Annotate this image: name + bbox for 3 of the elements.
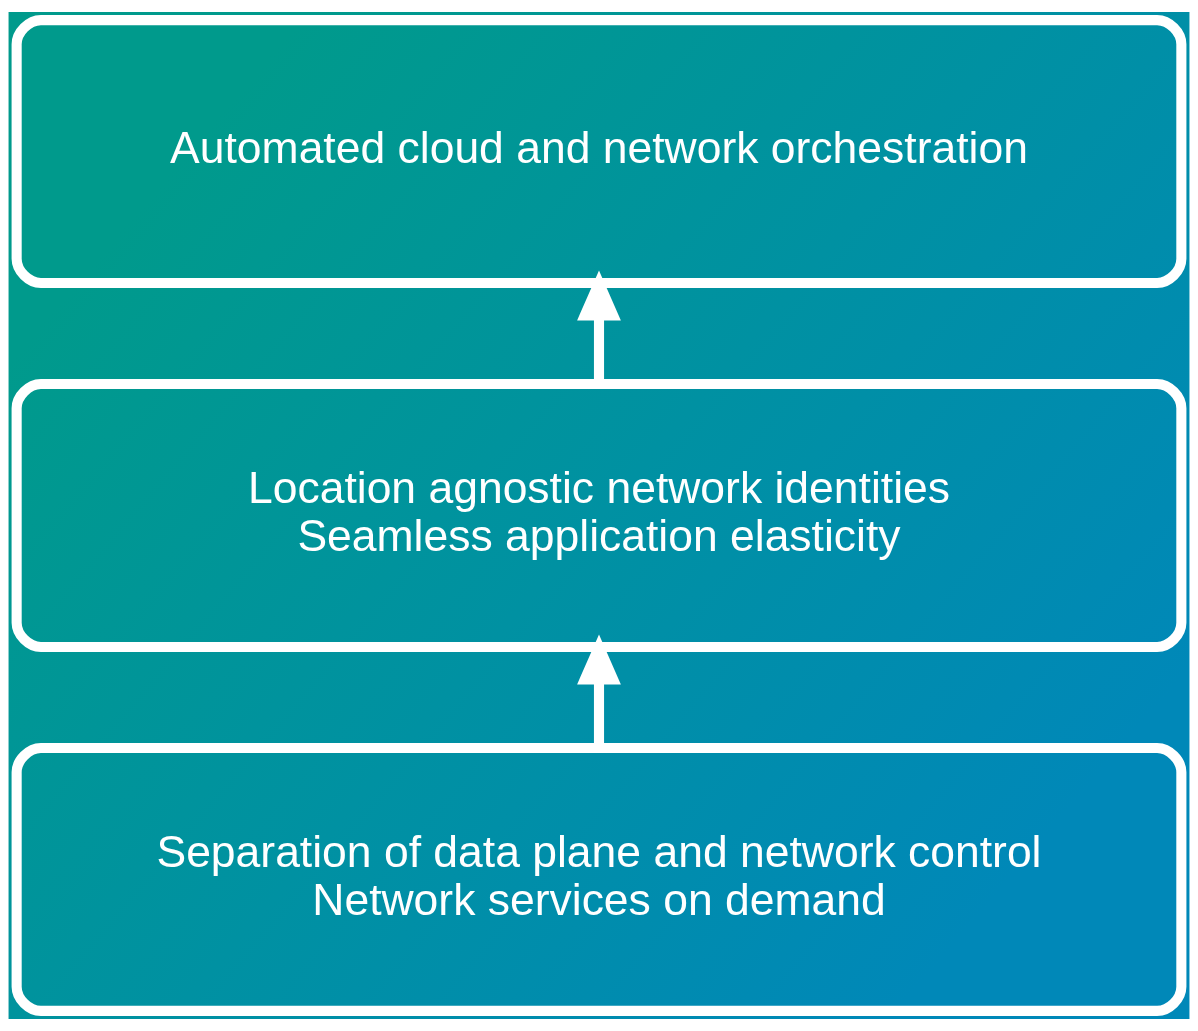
node-box: Separation of data plane and network control Network services on demand xyxy=(11,743,1187,1016)
node-box: Location agnostic network identities Seamless application elasticity xyxy=(11,379,1187,652)
node-box: Automated cloud and network orchestration xyxy=(11,15,1187,288)
